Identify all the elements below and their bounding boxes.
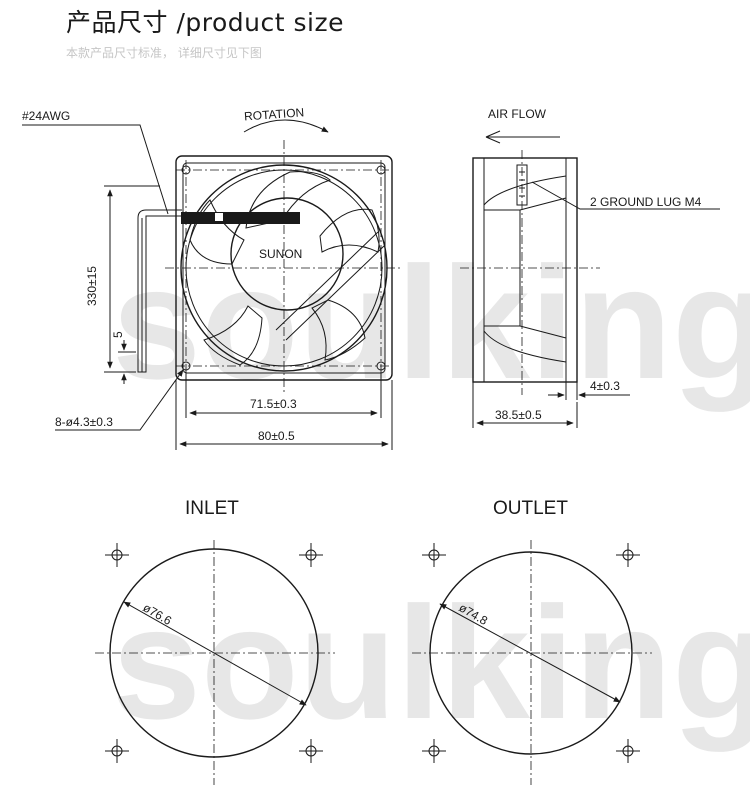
brand-label: SUNON: [259, 247, 302, 261]
diagonal-strut: [275, 231, 385, 341]
outlet-view: OUTLET ø74.8: [412, 498, 652, 785]
outlet-title: OUTLET: [493, 498, 568, 519]
depth-label: 38.5±0.5: [495, 408, 542, 422]
inlet-view: INLET ø76.6: [95, 498, 335, 785]
inlet-title: INLET: [185, 498, 239, 519]
page-header: 产品尺寸 /product size 本款产品尺寸标准， 详细尺寸见下图: [66, 6, 344, 61]
strut-band: [181, 212, 300, 224]
ground-lug-label: 2 GROUND LUG M4: [590, 195, 702, 209]
hole-label: 8-ø4.3±0.3: [55, 415, 113, 429]
front-view: SUNON ROTATION #24AWG 330±15 5 8-: [22, 105, 400, 450]
page-subtitle: 本款产品尺寸标准， 详细尺寸见下图: [66, 46, 262, 60]
flange-label: 4±0.3: [590, 379, 620, 393]
page-title: 产品尺寸 /product size: [66, 8, 344, 37]
rotation-label: ROTATION: [244, 105, 305, 123]
cable-length-label: 330±15: [85, 266, 99, 306]
airflow-label: AIR FLOW: [488, 107, 547, 121]
inlet-holes: [105, 543, 323, 763]
hole-spacing-label: 71.5±0.3: [250, 397, 297, 411]
svg-text:soulking: soulking: [112, 233, 750, 412]
strip-length-label: 5: [111, 331, 125, 338]
rotation-arrow: [243, 119, 329, 133]
width-label: 80±0.5: [258, 429, 295, 443]
wire-label: #24AWG: [22, 109, 70, 123]
side-view: AIR FLOW 2 GROUND LUG M4 4±0.3 38.5±0.5: [460, 107, 720, 428]
outlet-holes: [422, 543, 640, 763]
watermark-top: soulking: [112, 233, 750, 412]
side-body: [472, 157, 578, 383]
strut-notch: [215, 213, 223, 221]
fan-hub: [230, 197, 344, 311]
